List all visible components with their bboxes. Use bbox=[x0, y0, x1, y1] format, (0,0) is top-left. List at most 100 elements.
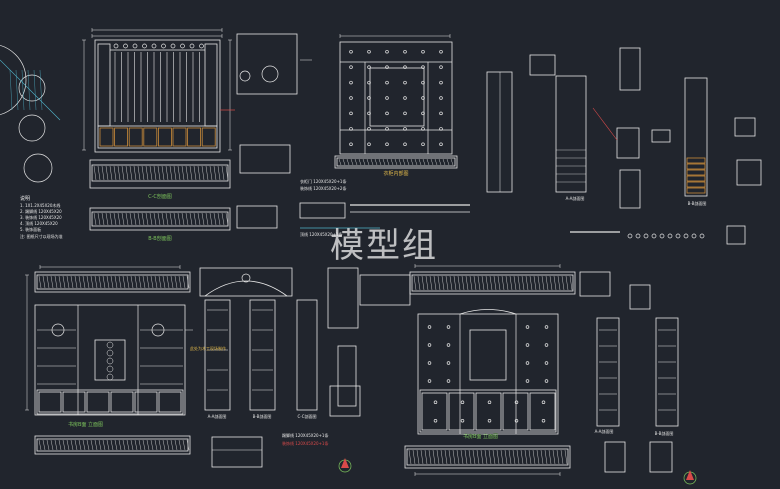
hatch-stroke bbox=[90, 275, 94, 289]
drawer-front bbox=[143, 127, 158, 147]
detail-circle bbox=[23, 153, 53, 183]
hatch-stroke bbox=[113, 212, 117, 226]
drawing-label: 注: 图纸尺寸以现场为准 bbox=[20, 233, 63, 239]
door-panel bbox=[38, 391, 62, 413]
drawing-label: 说明 bbox=[20, 195, 30, 202]
hatch-stroke bbox=[362, 158, 366, 166]
molding-bead bbox=[643, 233, 649, 239]
drawing-label: B-B剖面图 bbox=[688, 200, 707, 206]
hatch-stroke bbox=[444, 449, 448, 465]
hardware-dot bbox=[385, 111, 389, 116]
door-panel bbox=[86, 391, 110, 413]
hatch-stroke bbox=[370, 158, 374, 166]
hatch-stroke bbox=[408, 449, 412, 465]
hatch-stroke bbox=[217, 212, 221, 226]
hatch-stroke bbox=[421, 275, 425, 291]
hatch-stroke bbox=[509, 275, 513, 291]
hatch-stroke bbox=[221, 212, 225, 226]
hatch-stroke bbox=[496, 449, 500, 465]
hatch-stroke bbox=[189, 212, 193, 226]
base-cabinets bbox=[419, 389, 557, 433]
hatch-stroke bbox=[146, 275, 150, 289]
plinth-plan bbox=[404, 445, 571, 469]
hardware-dot bbox=[349, 65, 353, 69]
hatch-stroke bbox=[129, 212, 133, 226]
hatch-stroke bbox=[342, 158, 346, 166]
hatch-stroke bbox=[420, 449, 424, 465]
drawing-label: 衣柜内部图 bbox=[383, 170, 408, 177]
hatch-stroke bbox=[413, 275, 417, 291]
hatch-stroke bbox=[66, 439, 70, 451]
hatch-stroke bbox=[468, 449, 472, 465]
detail-box bbox=[629, 284, 651, 310]
hatch-stroke bbox=[213, 165, 217, 181]
hatch-stroke bbox=[449, 275, 453, 291]
molding-bead bbox=[699, 233, 705, 239]
hardware-dot bbox=[385, 142, 389, 147]
hatch-stroke bbox=[201, 212, 205, 226]
hardware-dot bbox=[439, 49, 443, 54]
hatch-stroke bbox=[125, 165, 129, 181]
drawing-label: 装饰线 120X45X20+2条 bbox=[300, 185, 346, 191]
hardware-dot bbox=[403, 65, 407, 69]
hatch-stroke bbox=[54, 439, 58, 451]
drawing-label: B-B剖面图 bbox=[655, 430, 674, 436]
hatch-stroke bbox=[440, 449, 444, 465]
hardware-dot bbox=[433, 400, 438, 405]
drawing-label: 4. 顶线 120X45X20 bbox=[20, 220, 58, 226]
hardware-dot bbox=[403, 80, 407, 85]
hatch-stroke bbox=[134, 439, 138, 451]
hardware-dot bbox=[446, 379, 451, 383]
hatch-stroke bbox=[173, 212, 177, 226]
hatch-stroke bbox=[525, 275, 529, 291]
hatch-stroke bbox=[484, 449, 488, 465]
hatch-stroke bbox=[418, 158, 422, 166]
hatch-stroke bbox=[185, 165, 189, 181]
detail-stroke bbox=[27, 69, 31, 111]
hatch-stroke bbox=[390, 158, 394, 166]
hardware-dot bbox=[349, 96, 353, 100]
hatch-stroke bbox=[402, 158, 406, 166]
molding-bead bbox=[659, 233, 665, 239]
hatch-stroke bbox=[182, 275, 186, 289]
hatch-stroke bbox=[169, 165, 173, 181]
crown-ornament bbox=[113, 43, 119, 49]
drawer-front bbox=[114, 127, 128, 147]
drawer-front bbox=[686, 175, 706, 182]
leader-line bbox=[592, 107, 618, 141]
detail-box bbox=[651, 129, 671, 143]
hatch-stroke bbox=[350, 158, 354, 166]
hatch-stroke bbox=[114, 275, 118, 289]
detail-stroke bbox=[33, 69, 37, 111]
hatch-stroke bbox=[476, 449, 480, 465]
drawing-label: 踢脚线 120X45X20+1条 bbox=[282, 432, 328, 438]
hatch-stroke bbox=[161, 212, 165, 226]
hatch-stroke bbox=[134, 275, 138, 289]
hatch-stroke bbox=[50, 439, 54, 451]
detail-box bbox=[619, 47, 641, 91]
hatch-stroke bbox=[121, 165, 125, 181]
hatch-stroke bbox=[38, 275, 42, 289]
hatch-stroke bbox=[153, 212, 157, 226]
hatch-stroke bbox=[109, 165, 113, 181]
drawer-front bbox=[157, 127, 172, 147]
door-panel bbox=[110, 391, 134, 413]
hatch-stroke bbox=[146, 439, 150, 451]
hatch-stroke bbox=[560, 449, 564, 465]
crown-ornament bbox=[189, 43, 195, 49]
hatch-stroke bbox=[46, 439, 50, 451]
detail-box bbox=[529, 54, 556, 76]
hatch-stroke bbox=[137, 165, 141, 181]
hatch-stroke bbox=[74, 275, 78, 289]
hatch-stroke bbox=[114, 439, 118, 451]
drawer-band bbox=[97, 125, 218, 149]
crown-ornament bbox=[123, 43, 128, 49]
hatch-stroke bbox=[358, 158, 362, 166]
hatch-stroke bbox=[446, 158, 450, 166]
hatch-stroke bbox=[98, 439, 102, 451]
hardware-dot bbox=[439, 142, 443, 147]
hatch-stroke bbox=[162, 275, 166, 289]
hardware-dot bbox=[403, 49, 407, 54]
hatch-stroke bbox=[417, 275, 421, 291]
hardware-dot bbox=[460, 400, 465, 405]
